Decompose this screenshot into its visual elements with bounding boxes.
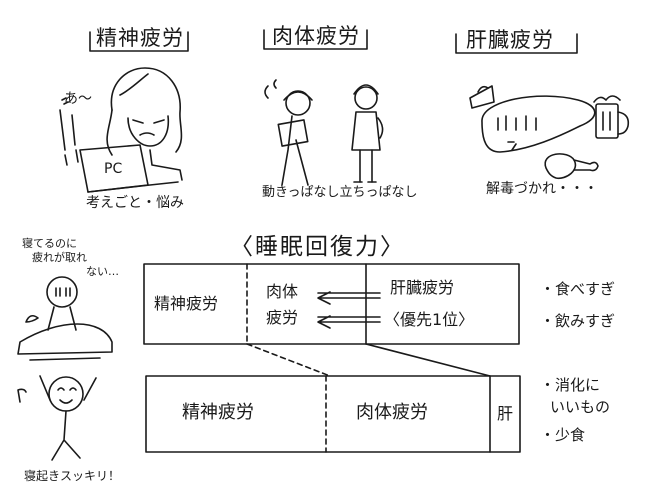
note-tired-line3: ない…	[86, 265, 119, 278]
worker-carrying-box-icon	[264, 79, 313, 186]
standing-woman-icon	[351, 84, 384, 183]
note-digestible-food-1: ・消化に	[540, 376, 601, 394]
laptop-icon	[79, 144, 179, 193]
top-bar-priority: 〈優先1位〉	[384, 310, 475, 329]
note-drink-too-much: ・飲みすぎ	[540, 312, 616, 330]
note-refreshed: 寝起きスッキリ！	[24, 469, 121, 483]
worried-woman-icon	[59, 67, 183, 181]
tired-sleeper-icon	[17, 276, 113, 361]
header-liver: 肝臓疲労	[466, 28, 554, 52]
sigh-lines	[61, 97, 69, 105]
beer-mug-icon	[593, 95, 630, 139]
bottom-bar-mental: 精神疲労	[182, 402, 254, 423]
top-bar-mental: 精神疲労	[154, 294, 219, 313]
top-bar-physical-line1: 肉体	[266, 282, 299, 301]
refreshed-person-icon	[17, 375, 97, 461]
note-tired-line2: 疲れが取れ	[32, 251, 87, 264]
header-frame-mental	[89, 31, 189, 52]
cake-icon	[469, 85, 495, 109]
caption-physical: 動きっぱなし立ちっぱなし	[262, 185, 418, 200]
caption-sigh: あ〜	[64, 91, 92, 107]
header-mental: 精神疲労	[96, 26, 184, 50]
note-tired-line1: 寝てるのに	[22, 237, 77, 250]
header-frame-liver	[455, 33, 578, 54]
liver-organ-icon	[481, 95, 596, 153]
bottom-bar-physical: 肉体疲労	[356, 402, 428, 423]
top-bar-frame	[143, 263, 520, 345]
top-bar-physical-line2: 疲労	[266, 308, 299, 327]
diagram-title: 〈睡眠回復力〉	[230, 234, 405, 260]
header-frame-physical	[263, 29, 368, 50]
connector-dashed	[246, 343, 331, 377]
header-physical: 肉体疲労	[272, 24, 360, 48]
note-digestible-food-2: いいもの	[550, 398, 611, 416]
bottom-bar-frame	[145, 375, 521, 453]
bottom-bar-liver: 肝	[497, 404, 514, 423]
arrow-lower	[317, 315, 381, 329]
caption-pc: PC	[104, 161, 123, 177]
arrow-upper	[317, 291, 381, 305]
caption-liver: 解毒づかれ・・・	[486, 181, 598, 197]
caption-mental: 考えごと・悩み	[86, 195, 184, 211]
connector-solid	[365, 343, 491, 377]
note-eat-too-much: ・食べすぎ	[540, 280, 616, 298]
meat-icon	[544, 153, 599, 180]
note-small-meal: ・少食	[540, 426, 586, 444]
top-bar-liver: 肝臓疲労	[390, 278, 455, 297]
